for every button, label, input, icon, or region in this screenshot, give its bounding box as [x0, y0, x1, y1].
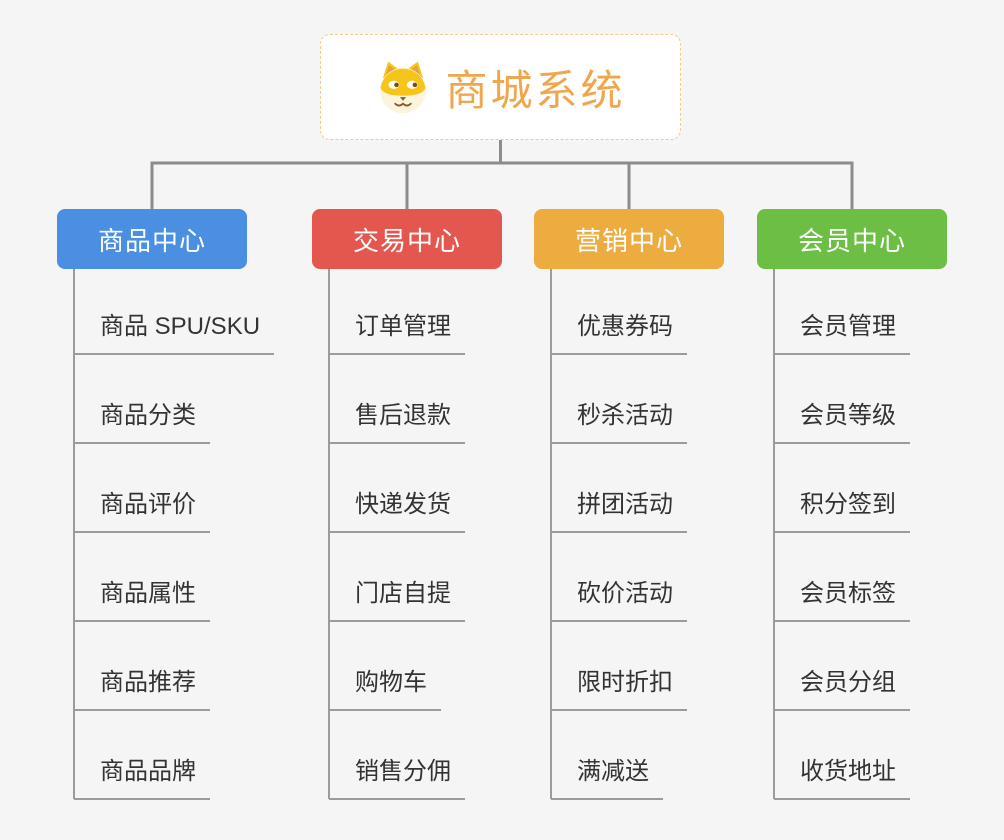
leaf-node[interactable]: 会员标签	[774, 576, 910, 622]
leaf-node[interactable]: 售后退款	[329, 398, 465, 444]
branch-label: 营销中心	[574, 225, 683, 256]
leaf-node[interactable]: 砍价活动	[551, 576, 687, 622]
root-node-mall-system[interactable]: 商城系统	[320, 34, 681, 140]
leaf-node[interactable]: 购物车	[329, 665, 441, 711]
leaf-node[interactable]: 满减送	[551, 754, 663, 800]
doge-icon	[380, 61, 427, 114]
branch-label: 商品中心	[97, 225, 206, 256]
leaf-node[interactable]: 商品品牌	[74, 754, 210, 800]
leaf-node[interactable]: 商品 SPU/SKU	[74, 309, 275, 355]
leaf-node[interactable]: 销售分佣	[329, 754, 465, 800]
root-title: 商城系统	[445, 66, 626, 114]
leaf-node[interactable]: 优惠券码	[551, 309, 687, 355]
leaf-node[interactable]: 商品属性	[74, 576, 210, 622]
leaf-node[interactable]: 会员分组	[774, 665, 910, 711]
leaf-node[interactable]: 商品分类	[74, 398, 210, 444]
leaf-node[interactable]: 快递发货	[329, 487, 465, 533]
leaf-node[interactable]: 秒杀活动	[551, 398, 687, 444]
leaf-node[interactable]: 收货地址	[774, 754, 910, 800]
leaf-node[interactable]: 门店自提	[329, 576, 465, 622]
branch-node-member-center[interactable]: 会员中心	[757, 209, 947, 269]
leaf-node[interactable]: 订单管理	[329, 309, 465, 355]
leaf-node[interactable]: 积分签到	[774, 487, 910, 533]
branch-label: 交易中心	[352, 225, 461, 256]
leaf-node[interactable]: 会员管理	[774, 309, 910, 355]
leaf-node[interactable]: 商品评价	[74, 487, 210, 533]
branch-node-product-center[interactable]: 商品中心	[57, 209, 247, 269]
branch-node-marketing-center[interactable]: 营销中心	[534, 209, 724, 269]
branch-node-trade-center[interactable]: 交易中心	[312, 209, 502, 269]
leaf-node[interactable]: 拼团活动	[551, 487, 687, 533]
leaf-node[interactable]: 限时折扣	[551, 665, 687, 711]
leaf-node[interactable]: 商品推荐	[74, 665, 210, 711]
branch-label: 会员中心	[797, 225, 906, 256]
leaf-node[interactable]: 会员等级	[774, 398, 910, 444]
